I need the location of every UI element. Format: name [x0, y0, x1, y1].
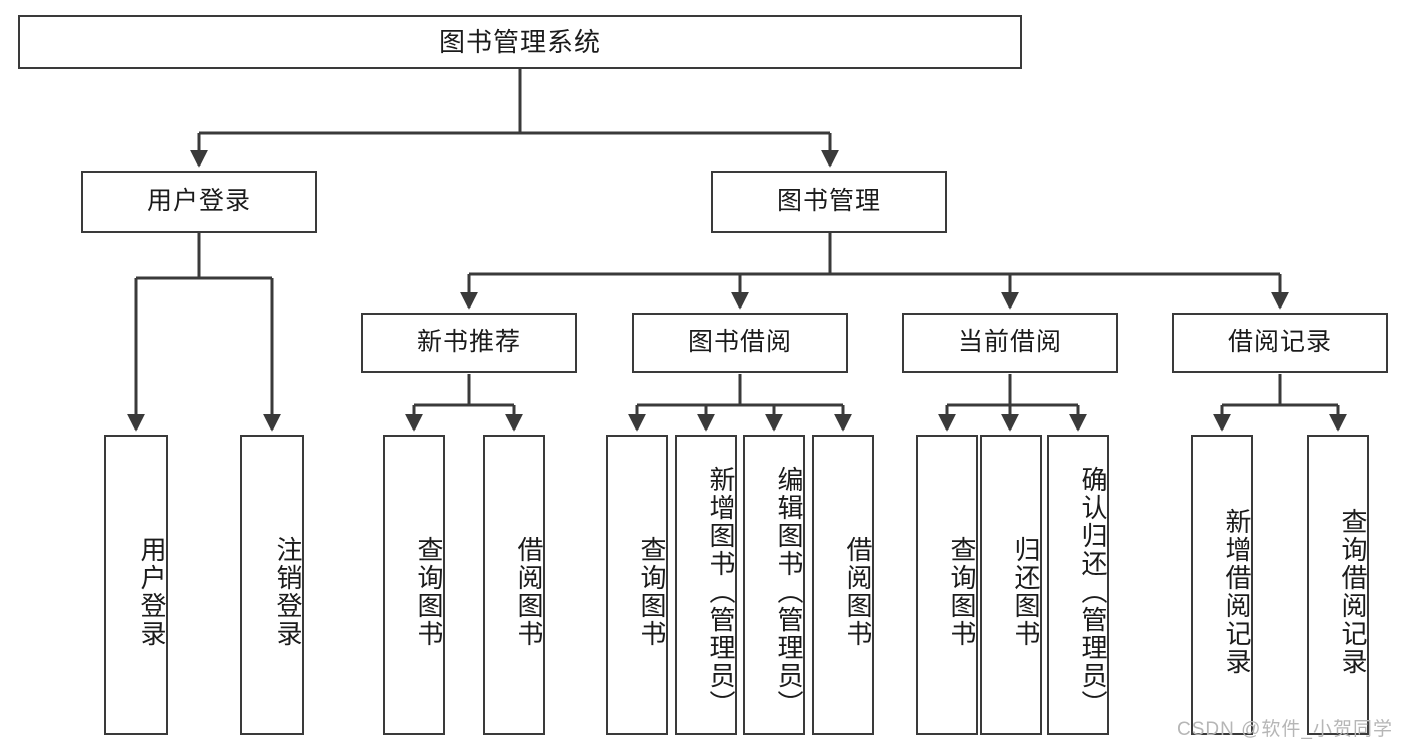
leaf-label: 查询图书: [637, 536, 667, 648]
node-current-borrow[interactable]: 当前借阅: [902, 313, 1118, 373]
leaf-new-book-borrow[interactable]: 借阅图书: [483, 435, 545, 735]
leaf-label: 查询借阅记录: [1338, 508, 1368, 676]
leaf-label: 新增借阅记录: [1222, 508, 1252, 676]
leaf-new-book-query[interactable]: 查询图书: [383, 435, 445, 735]
leaf-label: 借阅图书: [843, 536, 873, 648]
leaf-current-confirm-return-admin[interactable]: 确认归还（管理员）: [1047, 435, 1109, 735]
node-book-management[interactable]: 图书管理: [711, 171, 947, 233]
leaf-user-login-signin[interactable]: 用户登录: [104, 435, 168, 735]
leaf-label: 编辑图书（管理员）: [774, 466, 804, 718]
leaf-label: 注销登录: [273, 536, 303, 648]
leaf-borrow-borrow-book[interactable]: 借阅图书: [812, 435, 874, 735]
leaf-label: 借阅图书: [514, 536, 544, 648]
node-new-book-recommend[interactable]: 新书推荐: [361, 313, 577, 373]
csdn-watermark: CSDN @软件_小贺同学: [1177, 719, 1393, 740]
leaf-current-query-book[interactable]: 查询图书: [916, 435, 978, 735]
leaf-records-add-record[interactable]: 新增借阅记录: [1191, 435, 1253, 735]
node-user-login[interactable]: 用户登录: [81, 171, 317, 233]
leaf-label: 归还图书: [1011, 536, 1041, 648]
leaf-label: 用户登录: [137, 536, 167, 648]
leaf-borrow-add-book-admin[interactable]: 新增图书（管理员）: [675, 435, 737, 735]
leaf-label: 确认归还（管理员）: [1078, 466, 1108, 718]
leaf-label: 查询图书: [414, 536, 444, 648]
leaf-user-login-signout[interactable]: 注销登录: [240, 435, 304, 735]
node-book-borrow[interactable]: 图书借阅: [632, 313, 848, 373]
node-borrow-records[interactable]: 借阅记录: [1172, 313, 1388, 373]
leaf-records-query-record[interactable]: 查询借阅记录: [1307, 435, 1369, 735]
node-root-system[interactable]: 图书管理系统: [18, 15, 1022, 69]
leaf-label: 查询图书: [947, 536, 977, 648]
leaf-label: 新增图书（管理员）: [706, 466, 736, 718]
leaf-borrow-query-book[interactable]: 查询图书: [606, 435, 668, 735]
leaf-current-return-book[interactable]: 归还图书: [980, 435, 1042, 735]
leaf-borrow-edit-book-admin[interactable]: 编辑图书（管理员）: [743, 435, 805, 735]
